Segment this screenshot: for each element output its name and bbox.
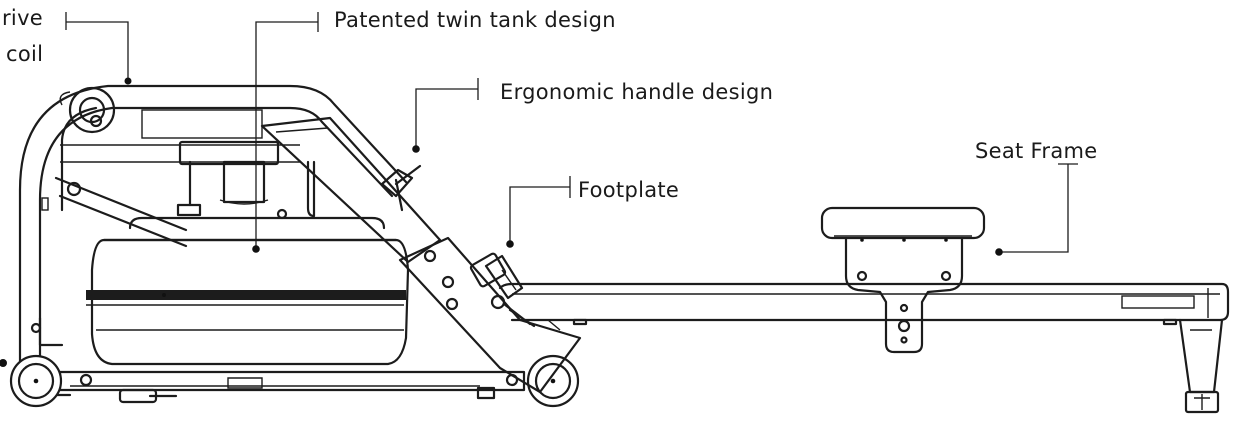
seat (820, 206, 986, 354)
callout-handle: Ergonomic handle design (500, 80, 774, 104)
handle-assembly (380, 164, 582, 394)
water-tank (86, 216, 410, 366)
drive-assembly (176, 140, 316, 220)
callout-drive-line2: coil (6, 42, 44, 66)
top-frame (18, 84, 442, 367)
rail (498, 282, 1230, 414)
callout-drive-line1: rive (2, 6, 44, 30)
wheels (9, 354, 580, 408)
callout-footplate: Footplate (578, 178, 680, 202)
callout-seat: Seat Frame (975, 139, 1098, 163)
footplate (484, 254, 524, 300)
leader-lines (0, 12, 1078, 367)
callout-tank: Patented twin tank design (334, 8, 616, 32)
